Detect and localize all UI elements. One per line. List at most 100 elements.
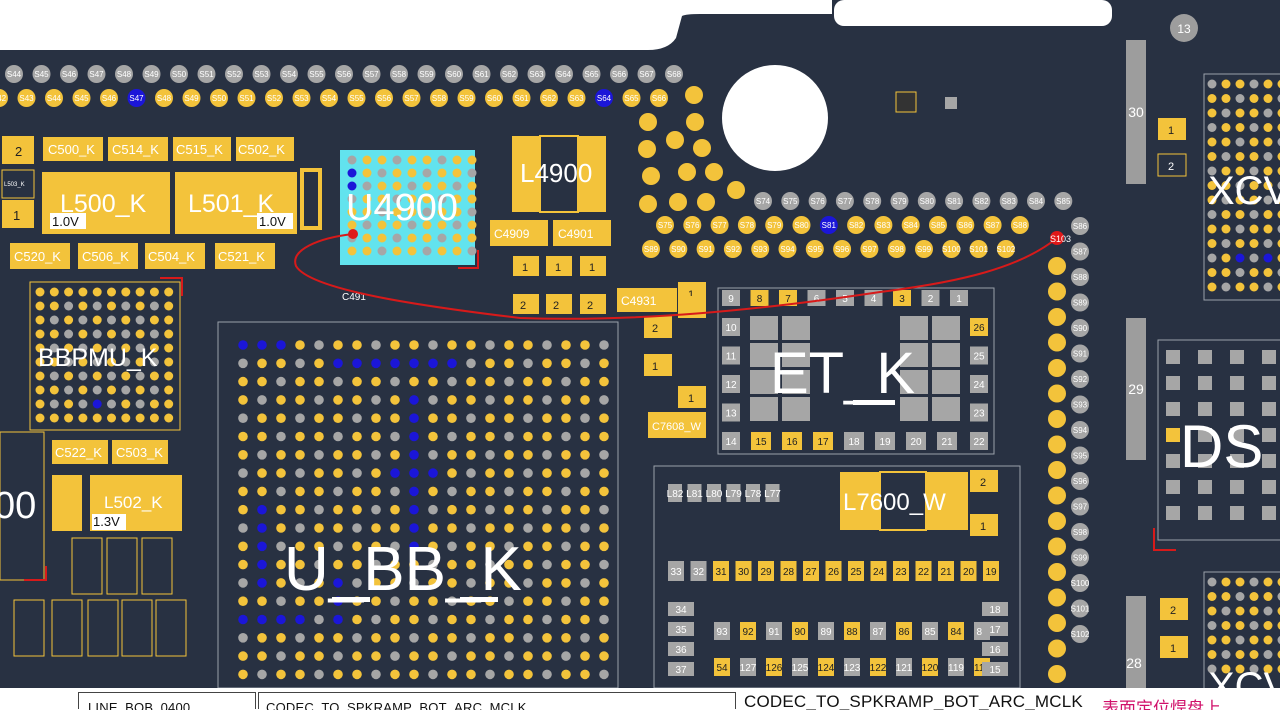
arc-pin[interactable] — [685, 86, 703, 104]
inductor-l502[interactable]: L502_K — [104, 493, 163, 512]
u-bb-k-ball[interactable] — [523, 340, 533, 350]
lower-pad[interactable] — [792, 658, 808, 676]
xcv-ball[interactable] — [1207, 268, 1217, 277]
top-pin[interactable] — [265, 89, 283, 107]
u-bb-k-ball[interactable] — [371, 504, 381, 515]
u-bb-k-ball[interactable] — [599, 450, 609, 460]
lower-pad[interactable] — [713, 561, 729, 581]
et-pad[interactable] — [970, 346, 988, 365]
top-pin[interactable] — [417, 65, 436, 83]
u-bb-k-ball[interactable] — [276, 669, 286, 680]
u-bb-k-ball[interactable] — [257, 358, 267, 369]
u-bb-k-ball[interactable] — [390, 486, 400, 497]
arc-pin[interactable] — [705, 163, 723, 181]
bbpmu-ball[interactable] — [78, 371, 88, 381]
u-bb-k-ball[interactable] — [485, 431, 495, 442]
bbpmu-ball[interactable] — [49, 371, 59, 381]
chip-u4900[interactable] — [340, 150, 475, 265]
u-bb-k-ball[interactable] — [580, 578, 590, 588]
u-bb-k-ball[interactable] — [466, 523, 476, 533]
u-bb-k-ball[interactable] — [466, 340, 476, 350]
xcv-ball[interactable] — [1235, 94, 1245, 103]
u-bb-k-ball[interactable] — [599, 614, 609, 625]
u-bb-k-ball[interactable] — [599, 340, 609, 350]
xcv-ball[interactable] — [1277, 592, 1280, 601]
u-bb-k-ball[interactable] — [561, 541, 571, 552]
ds-pad[interactable] — [1166, 428, 1180, 442]
bbpmu-ball[interactable] — [135, 287, 145, 297]
u-bb-k-ball[interactable] — [314, 413, 324, 424]
right-pin[interactable] — [765, 216, 784, 234]
xcv-ball[interactable] — [1263, 79, 1273, 89]
xcv-ball[interactable] — [1207, 166, 1217, 176]
u-bb-k-ball[interactable] — [390, 376, 400, 387]
u4900-ball[interactable] — [407, 246, 417, 256]
u-bb-k-ball[interactable] — [238, 596, 248, 606]
top-pin[interactable] — [182, 89, 201, 107]
u4900-ball[interactable] — [437, 220, 447, 230]
u-bb-k-ball[interactable] — [485, 651, 495, 661]
bbpmu-ball[interactable] — [64, 315, 74, 325]
xcv-ball[interactable] — [1221, 123, 1231, 132]
u-bb-k-ball[interactable] — [580, 504, 590, 515]
xcv-ball[interactable] — [1207, 79, 1217, 89]
ds-pad[interactable] — [1230, 480, 1244, 494]
cap-c522[interactable]: C522_K — [55, 445, 102, 460]
u-bb-k-ball[interactable] — [276, 486, 286, 497]
u-bb-k-ball[interactable] — [333, 651, 343, 661]
u-bb-k-ball[interactable] — [561, 340, 571, 350]
u-bb-k-ball[interactable] — [390, 614, 400, 625]
right-pin[interactable] — [1010, 216, 1029, 234]
bbpmu-ball[interactable] — [164, 287, 174, 297]
vertical-pin[interactable] — [1048, 410, 1066, 428]
bbpmu-ball[interactable] — [64, 357, 74, 367]
arc-pin[interactable] — [669, 193, 687, 211]
lower-pad[interactable] — [668, 622, 694, 636]
ds-pad[interactable] — [1166, 376, 1180, 390]
ds-pad[interactable] — [1166, 506, 1180, 520]
u-bb-k-ball[interactable] — [580, 358, 590, 369]
u-bb-k-ball[interactable] — [409, 633, 419, 643]
u4900-ball[interactable] — [467, 155, 477, 165]
xcv-ball[interactable] — [1249, 282, 1259, 292]
u-bb-k-ball[interactable] — [428, 651, 438, 661]
bbpmu-ball[interactable] — [64, 329, 74, 339]
u-bb-k-ball[interactable] — [523, 431, 533, 442]
u-bb-k-ball[interactable] — [428, 358, 438, 369]
u-bb-k-ball[interactable] — [580, 559, 590, 570]
u-bb-k-ball[interactable] — [238, 523, 248, 533]
xcv-ball[interactable] — [1277, 606, 1280, 616]
top-pin[interactable] — [472, 65, 491, 83]
vertical-pin[interactable] — [1048, 486, 1066, 505]
right-pin[interactable] — [1027, 192, 1045, 210]
u-bb-k-ball[interactable] — [276, 614, 286, 625]
u-bb-k-ball[interactable] — [276, 578, 286, 588]
bbpmu-ball[interactable] — [92, 371, 102, 381]
u4900-ball[interactable] — [347, 246, 357, 256]
u-bb-k-ball[interactable] — [466, 450, 476, 460]
lower-pad[interactable] — [690, 561, 707, 581]
u-bb-k-ball[interactable] — [371, 669, 381, 680]
cap-c4901[interactable]: C4901 — [558, 227, 594, 241]
u-bb-k-ball[interactable] — [371, 395, 381, 405]
u-bb-k-ball[interactable] — [333, 450, 343, 460]
u-bb-k-ball[interactable] — [447, 376, 457, 387]
vertical-pin[interactable] — [1071, 268, 1089, 286]
right-pin[interactable] — [778, 240, 797, 258]
u-bb-k-ball[interactable] — [276, 376, 286, 387]
u-bb-k-ball[interactable] — [523, 614, 533, 625]
u4900-ball[interactable] — [377, 168, 387, 178]
top-pin[interactable] — [540, 89, 558, 107]
u-bb-k-ball[interactable] — [561, 633, 571, 643]
bbpmu-ball[interactable] — [164, 343, 174, 353]
xcv-ball[interactable] — [1235, 282, 1245, 292]
u-bb-k-ball[interactable] — [428, 376, 438, 387]
u-bb-k-ball[interactable] — [314, 486, 324, 497]
ds-pad[interactable] — [1198, 506, 1212, 520]
xcv-ball[interactable] — [1235, 664, 1245, 674]
u-bb-k-ball[interactable] — [485, 468, 495, 478]
u-bb-k-ball[interactable] — [314, 376, 324, 387]
top-pin[interactable] — [237, 89, 256, 107]
right-pin[interactable] — [983, 216, 1002, 234]
u-bb-k-ball[interactable] — [371, 376, 381, 387]
